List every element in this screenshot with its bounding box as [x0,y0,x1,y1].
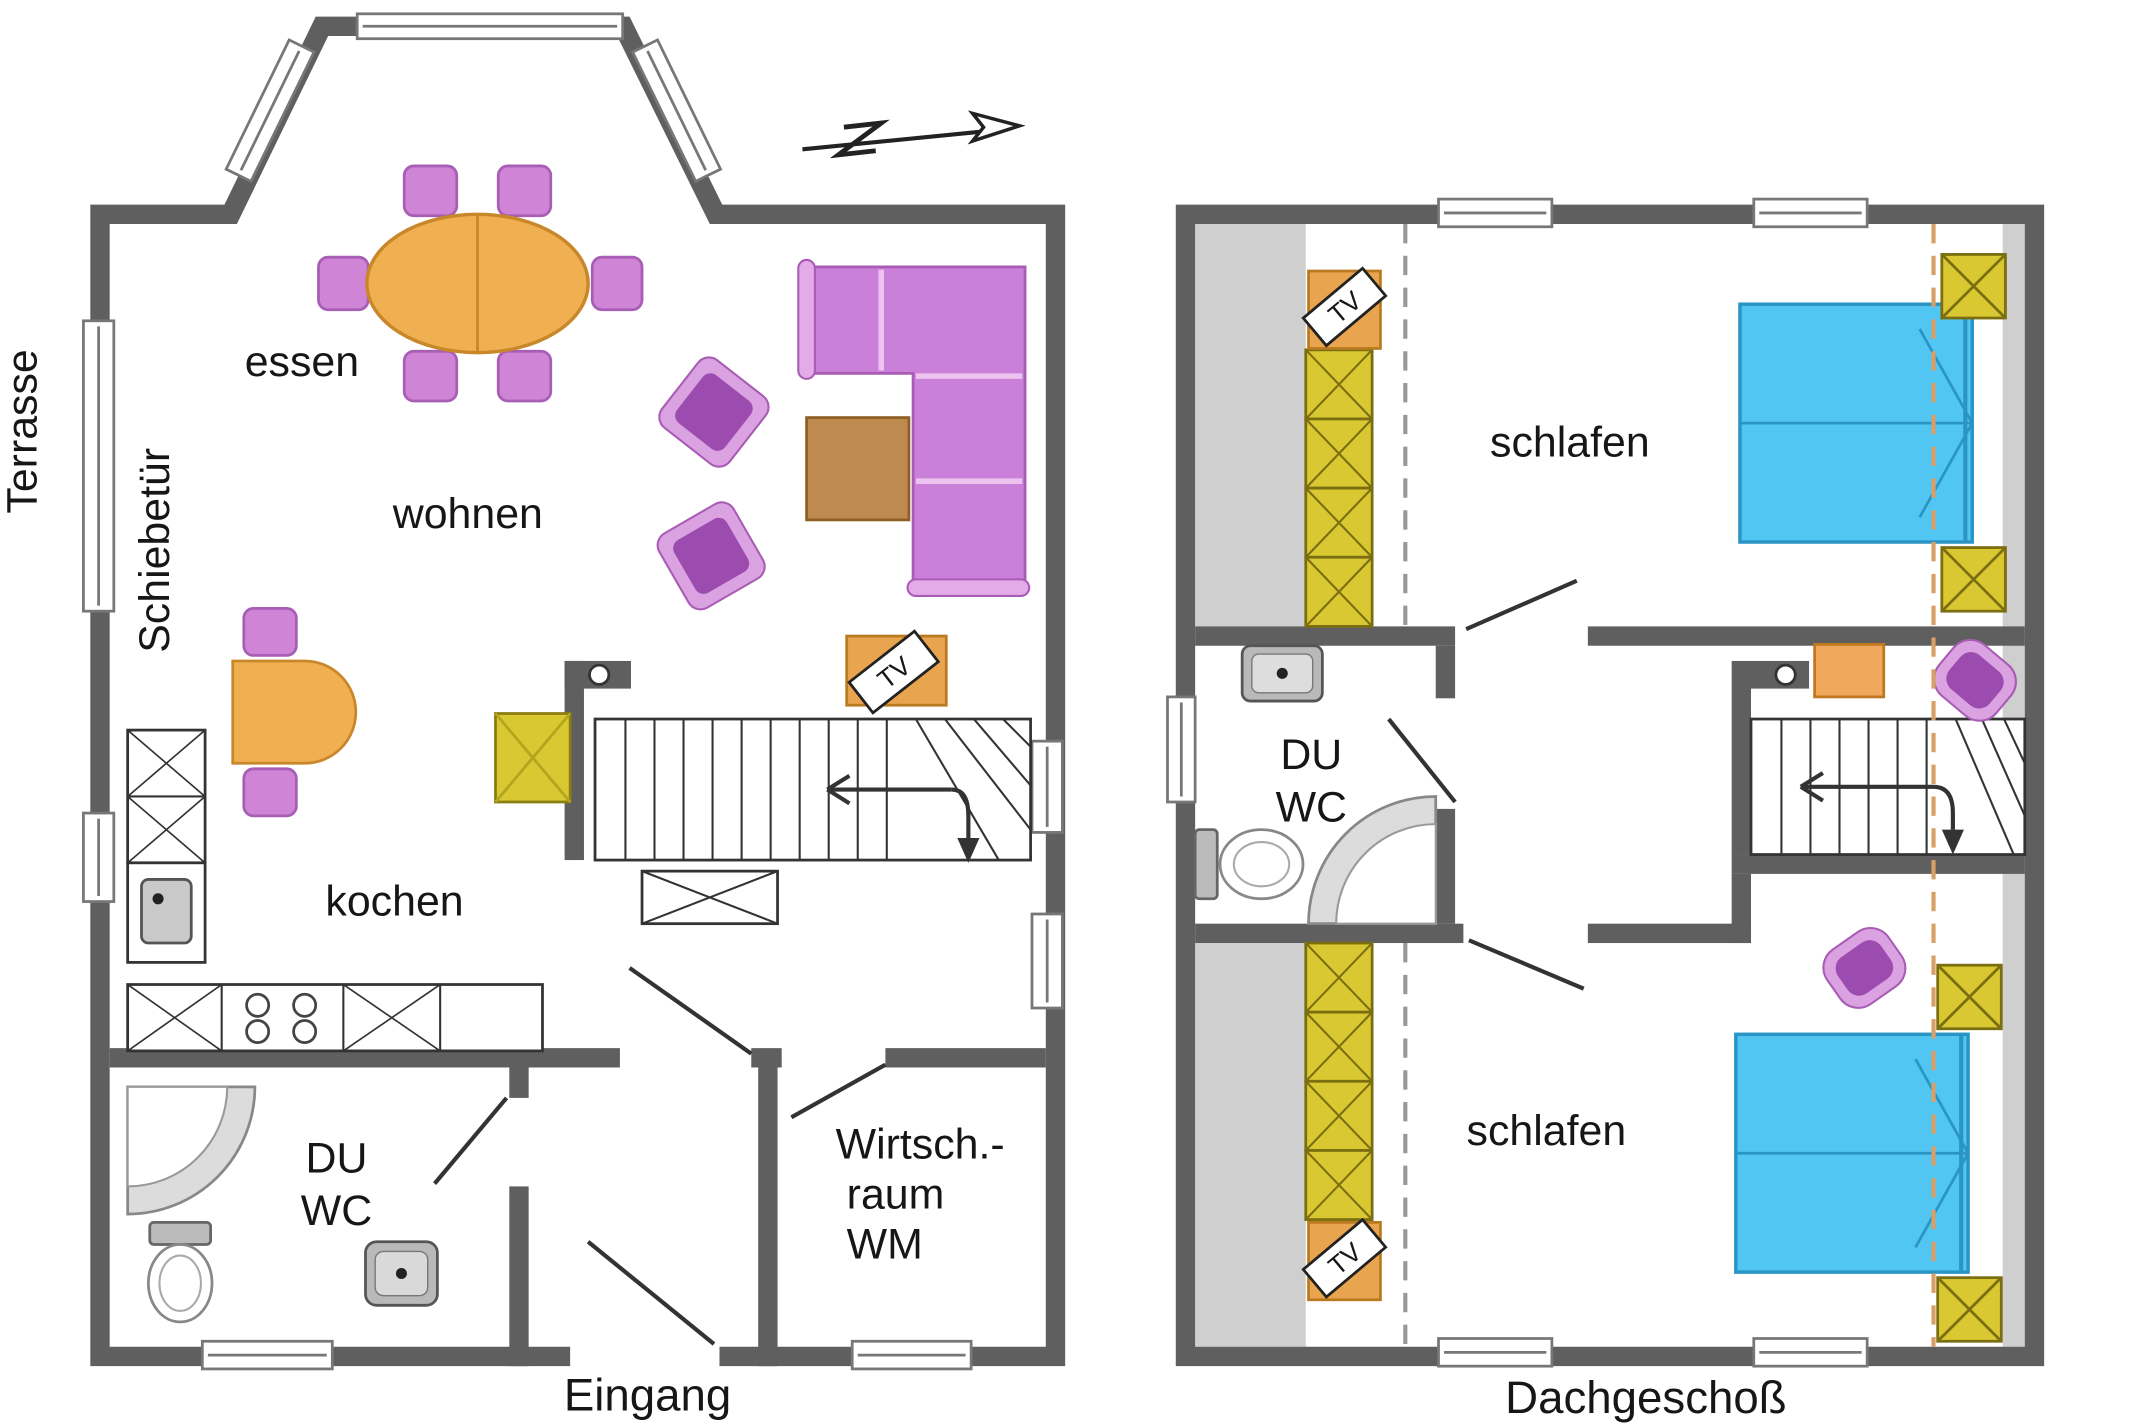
window-top-left [1437,197,1554,229]
window-terrace-sliding [82,319,116,613]
armchair-upper-top [1933,638,2017,722]
window-top-right [1752,197,1869,229]
roof-slope-left-top [1195,224,1306,627]
bath-door-swing [433,1096,509,1185]
tv-upper-bottom: TV [1301,1217,1388,1302]
tv-ground: TV [845,629,948,715]
interior-walls-upper [1195,626,2025,944]
nightstands-top [1940,253,2007,613]
bed-bottom [1734,1032,1970,1274]
window-left-upper [1166,695,1197,804]
label-sliding-door: Schiebetür [131,448,179,653]
window-left-lower [82,811,116,903]
stair-newel-post-upper [1774,663,1797,686]
label-terrace: Terrasse [0,349,46,513]
bedroom-bottom-door-swing [1468,938,1585,991]
windows-ground [82,12,1064,1371]
stairs-ground [593,717,1032,863]
hall-door-swing [628,966,753,1056]
sideboard-yellow [494,712,572,804]
stair-newel-post [588,663,611,686]
desk-chair-bottom [242,767,298,818]
stairs-direction-arrow-upper [1799,771,1964,855]
coffee-table [805,416,911,522]
label-bath-upper-wc: WC [1276,783,1347,831]
window-bottom-left-upper [1437,1337,1554,1368]
toilet-ground [147,1220,214,1324]
entrance-opening [570,1344,720,1369]
stairs-direction-arrow [826,773,980,863]
wardrobe-top [1304,348,1374,628]
window-bay-top [355,12,625,41]
ground-floor-plan: TV essen wohnen kochen DU WC Wirtsch.- r… [0,12,1066,1420]
window-right-lower [1030,912,1064,1010]
north-arrow [802,110,1026,159]
entrance-door-swing [586,1240,716,1346]
tv-screen-upper-top [1301,266,1388,348]
washbasin-upper [1240,644,1324,703]
kitchen-counter [126,983,544,1053]
roof-slope-left-bottom [1195,943,1306,1347]
shower-ground [126,1085,257,1216]
desk-chair-top [242,607,298,657]
windows-upper [1166,197,1869,1368]
tv-upper-top: TV [1301,266,1388,350]
sink-unit [126,861,207,964]
window-bottom-right [850,1339,973,1371]
label-bath-upper-du: DU [1280,731,1342,779]
label-utility-2: raum [847,1171,945,1219]
dining-chairs [317,164,644,403]
tall-cabinet [126,728,207,865]
side-table-upper [1813,642,1886,699]
armchair-2 [656,501,766,611]
tv-screen [847,629,941,715]
label-bath-du: DU [305,1135,367,1183]
tv-screen-upper-bottom [1301,1217,1388,1299]
door-swings-ground [433,966,887,1346]
label-dining: essen [245,338,359,386]
window-bottom-right-upper [1752,1337,1869,1368]
label-kitchen: kochen [325,877,463,925]
nightstands-bottom [1936,963,2003,1343]
stairs-upper [1749,717,2027,856]
washbasin-ground [364,1240,439,1307]
label-bedroom-top: schlafen [1490,418,1650,466]
utility-door-swing [790,1062,887,1120]
label-utility-3: WM [847,1220,923,1268]
bedroom-top-door-swing [1465,578,1578,632]
stove-burners [245,992,318,1044]
window-right-upper [1030,739,1064,834]
dining-table [365,212,590,355]
label-entrance: Eingang [564,1369,731,1420]
bed-top [1738,302,1974,544]
label-utility-1: Wirtsch.- [836,1121,1005,1169]
wardrobe-bottom [1304,941,1374,1221]
armchair-1 [658,356,770,468]
understairs-cabinet [640,869,779,926]
desk [231,607,358,818]
window-bottom-left [200,1339,334,1371]
toilet-upper [1193,828,1305,901]
bath-upper-door-swing [1387,717,1457,804]
upper-floor-plan: TV TV [1166,197,2045,1423]
label-floor-name: Dachgeschoß [1505,1372,1787,1423]
label-bath-wc: WC [301,1187,372,1235]
window-bay-right [630,38,723,184]
window-bay-left [224,38,316,184]
shower-upper [1307,795,1438,926]
label-living: wohnen [392,490,543,538]
corner-sofa [797,258,1031,598]
label-bedroom-bottom: schlafen [1467,1107,1627,1155]
armchair-upper-bottom [1822,926,1907,1009]
door-swings-upper [1387,578,1585,991]
